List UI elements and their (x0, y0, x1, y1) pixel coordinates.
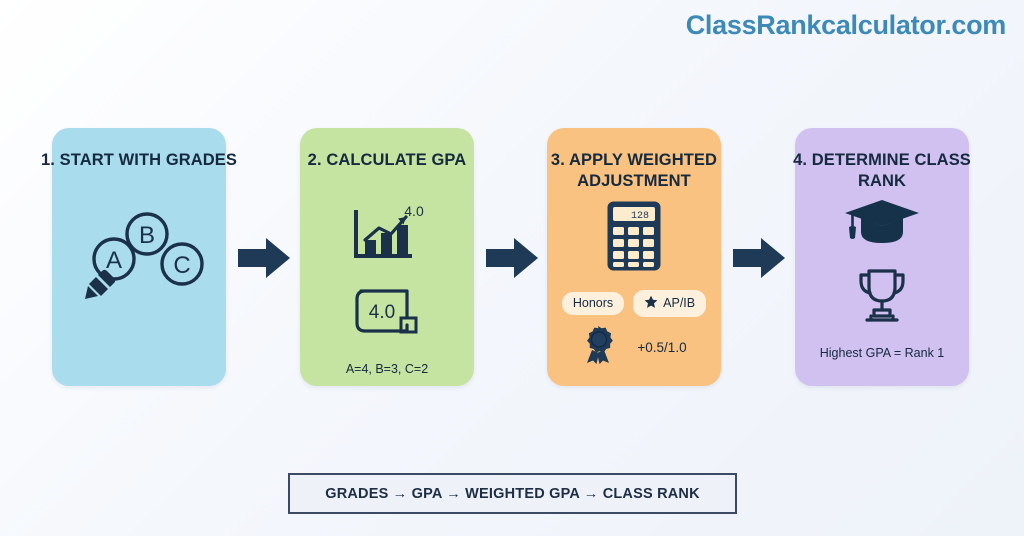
step-2-caption: A=4, B=3, C=2 (345, 362, 429, 376)
score-box-icon: 4.0 (351, 287, 423, 342)
calculator-display-value: 128 (631, 211, 649, 222)
step-1-title: 1. START WITH GRADES (40, 151, 238, 169)
bonus-value-label: +0.5/1.0 (637, 339, 687, 355)
svg-text:A: A (106, 247, 122, 274)
step-card-1: 1. START WITH GRADES A (41, 128, 237, 386)
site-logo: ClassRankcalculator.com (685, 10, 1007, 40)
award-medal-icon (581, 325, 615, 369)
step-card-4: 4. DETERMINE CLASS RANK (793, 128, 971, 386)
pill-honors-label: Honors (572, 296, 614, 310)
step-card-2: 2. CALCULATE GPA 4.0 (300, 128, 474, 386)
step-2-title: 2. CALCULATE GPA (307, 151, 467, 169)
summary-bar: GRADES → GPA → WEIGHTED GPA → CLASS RANK (288, 473, 737, 514)
graduation-cap-icon (843, 198, 921, 255)
grade-circle-a: A (92, 237, 136, 281)
flow-arrow-3-icon (733, 238, 785, 278)
calculator-icon: 128 (606, 200, 662, 277)
grade-circle-b: B (125, 212, 169, 256)
chart-value-label: 4.0 (404, 204, 424, 219)
summary-bar-text: GRADES → GPA → WEIGHTED GPA → CLASS RANK (325, 485, 700, 502)
bonus-row: +0.5/1.0 (581, 325, 687, 369)
step-card-3: 3. APPLY WEIGHTED ADJUSTMENT 128 (547, 128, 721, 386)
score-value-label: 4.0 (369, 302, 395, 323)
weight-pill-row: Honors AP/IB (561, 290, 707, 317)
grade-circle-c: C (160, 242, 204, 286)
pill-ap-ib-label: AP/IB (663, 296, 696, 310)
svg-text:B: B (139, 222, 155, 249)
svg-text:C: C (173, 252, 190, 279)
process-flow: 1. START WITH GRADES A (0, 128, 1024, 386)
bar-chart-icon: 4.0 (348, 203, 426, 271)
grades-icon-group: A B C (85, 212, 204, 299)
step-1-body: A B C (52, 200, 226, 386)
step-4-body: Highest GPA = Rank 1 (795, 200, 969, 386)
flow-arrow-1-icon (238, 238, 290, 278)
pill-ap-ib[interactable]: AP/IB (633, 290, 707, 317)
step-4-caption: Highest GPA = Rank 1 (819, 346, 945, 360)
step-2-body: 4.0 4.0 A=4, B=3, C=2 (300, 200, 474, 386)
trophy-icon (852, 265, 912, 330)
star-icon (644, 295, 658, 312)
step-3-body: 128 (547, 200, 721, 386)
step-3-title: 3. APPLY WEIGHTED ADJUSTMENT (550, 151, 718, 191)
flow-arrow-2-icon (486, 238, 538, 278)
step-4-title: 4. DETERMINE CLASS RANK (793, 151, 971, 191)
pill-honors[interactable]: Honors (561, 292, 625, 315)
grades-illustration: A B C (52, 200, 226, 330)
